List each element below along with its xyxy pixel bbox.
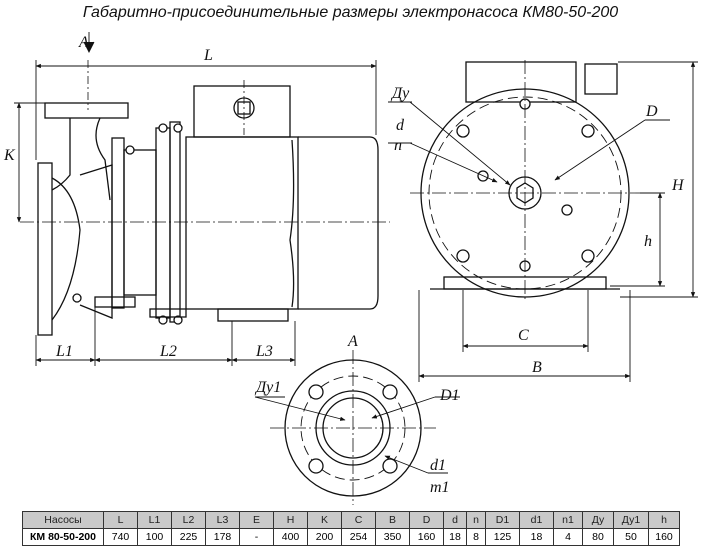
cell-L2: 225 — [171, 528, 206, 546]
header-L3: L3 — [205, 511, 240, 529]
cell-K: 200 — [307, 528, 342, 546]
header-Du: Ду — [582, 511, 614, 529]
label-L1: L1 — [55, 343, 73, 360]
header-H: H — [273, 511, 308, 529]
label-K: K — [3, 147, 16, 164]
label-m1: m1 — [430, 479, 450, 496]
header-n: n — [466, 511, 486, 529]
dimensions-table: Насосы L L1 L2 L3 E H K C B D d n D1 d1 … — [22, 511, 680, 546]
view-a — [270, 350, 436, 505]
label-d1: d1 — [430, 457, 446, 474]
header-L: L — [103, 511, 138, 529]
side-view — [20, 60, 390, 336]
label-h: h — [644, 233, 652, 250]
label-d: d — [396, 117, 405, 134]
table-row: КМ 80-50-200 740 100 225 178 - 400 200 2… — [22, 528, 680, 546]
header-h: h — [648, 511, 680, 529]
label-B: B — [532, 359, 542, 376]
cell-D1: 125 — [485, 528, 520, 546]
label-L: L — [203, 47, 213, 64]
inlet-flange — [37, 162, 53, 336]
diagram-title: Габаритно-присоединительные размеры элек… — [82, 4, 619, 21]
cell-L1: 100 — [137, 528, 172, 546]
label-n: n — [394, 137, 402, 154]
cell-d1: 18 — [519, 528, 554, 546]
label-H: H — [671, 177, 685, 194]
header-L1: L1 — [137, 511, 172, 529]
label-L3: L3 — [255, 343, 273, 360]
header-d1: d1 — [519, 511, 554, 529]
cell-C: 254 — [341, 528, 376, 546]
cell-H: 400 — [273, 528, 308, 546]
header-D: D — [409, 511, 444, 529]
front-view — [410, 60, 640, 300]
label-C: C — [518, 327, 529, 344]
header-Du1: Ду1 — [613, 511, 649, 529]
discharge-flange — [44, 102, 129, 119]
header-C: C — [341, 511, 376, 529]
cell-h: 160 — [648, 528, 680, 546]
label-D: D — [645, 103, 658, 120]
cell-n: 8 — [466, 528, 486, 546]
cell-pump-model: КМ 80-50-200 — [22, 528, 104, 546]
cell-D: 160 — [409, 528, 444, 546]
header-K: K — [307, 511, 342, 529]
header-B: B — [375, 511, 410, 529]
cell-Du: 80 — [582, 528, 614, 546]
label-Du: Ду — [390, 85, 410, 102]
label-L2: L2 — [159, 343, 177, 360]
cell-Du1: 50 — [613, 528, 649, 546]
header-D1: D1 — [485, 511, 520, 529]
label-view-arrow: A — [78, 34, 89, 51]
header-n1: n1 — [553, 511, 583, 529]
header-pumps: Насосы — [22, 511, 104, 529]
cell-d: 18 — [443, 528, 467, 546]
cell-E: - — [239, 528, 274, 546]
table-header-row: Насосы L L1 L2 L3 E H K C B D d n D1 d1 … — [22, 511, 680, 529]
header-E: E — [239, 511, 274, 529]
cell-B: 350 — [375, 528, 410, 546]
header-d: d — [443, 511, 467, 529]
label-Du1: Ду1 — [254, 379, 281, 396]
label-view-A: A — [347, 333, 358, 350]
cell-n1: 4 — [553, 528, 583, 546]
label-D1: D1 — [439, 387, 460, 404]
cell-L3: 178 — [205, 528, 240, 546]
cell-L: 740 — [103, 528, 138, 546]
header-L2: L2 — [171, 511, 206, 529]
